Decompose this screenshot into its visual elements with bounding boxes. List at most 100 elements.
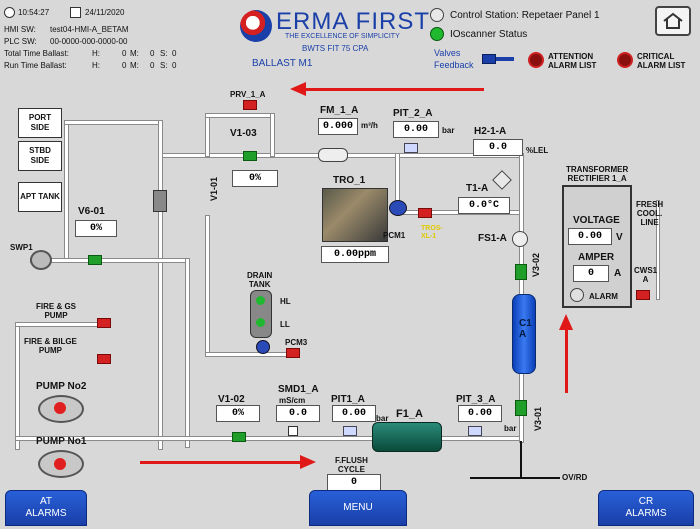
run-m-label: M: — [130, 61, 139, 70]
pipe-pump-h — [15, 322, 110, 327]
v1-03-valve[interactable] — [243, 151, 257, 161]
v3-01-valve[interactable] — [515, 400, 527, 416]
menu-button[interactable]: MENU — [309, 490, 407, 526]
ll-indicator — [256, 318, 265, 327]
tros-xl-label: TROS- XL-1 — [421, 225, 443, 240]
voltage-unit: V — [616, 232, 623, 243]
critical-alarm-list-button[interactable]: CRITICAL ALARM LIST — [617, 50, 697, 72]
fire-gs-valve[interactable] — [97, 318, 111, 328]
total-m-label: M: — [130, 49, 139, 58]
pcm3-pump-icon[interactable] — [256, 340, 270, 354]
v3-01-label: V3-01 — [533, 406, 544, 432]
drain-tank-label: DRAIN TANK — [247, 271, 273, 289]
hl-label: HL — [280, 297, 291, 306]
v1-02-valve[interactable] — [232, 432, 246, 442]
fresh-cool-line-label: FRESH COOL. LINE — [636, 200, 664, 227]
v1-01-valve[interactable] — [153, 190, 167, 212]
h2-1-a-label: H2-1-A — [474, 126, 507, 137]
feedback-label: Feedback — [434, 60, 474, 70]
swp1-pump-icon[interactable] — [30, 250, 52, 270]
smd1-a-value: 0.0 — [276, 405, 320, 422]
cws1-a-label: CWS1 A — [634, 266, 658, 284]
clock-icon — [4, 7, 15, 18]
pump-no2-status — [54, 402, 66, 414]
pit-3-a-label: PIT_3_A — [456, 394, 496, 405]
pit-2-a-sensor-icon — [404, 143, 418, 153]
port-side-box: PORT SIDE — [18, 108, 62, 138]
pit-3-a-sensor-icon — [468, 426, 482, 436]
valve-feedback-icon — [482, 54, 496, 64]
t1-a-value: 0.0°C — [458, 197, 510, 214]
valves-feedback-button[interactable] — [480, 50, 516, 68]
v6-01-valve[interactable] — [88, 255, 102, 265]
brand-name: ERMA FIRST — [276, 8, 431, 35]
fm-1-a-value: 0.000 — [318, 118, 358, 135]
voltage-label: VOLTAGE — [573, 215, 620, 226]
pit-2-a-value: 0.00 — [393, 121, 439, 138]
plc-sw-value: 00-0000-000-0000-00 — [50, 37, 128, 46]
pit-3-a-unit: bar — [504, 424, 517, 433]
attention-alarm-list-button[interactable]: ATTENTION ALARM LIST — [528, 50, 612, 72]
ov-rd-label: OV/RD — [562, 473, 588, 482]
fs1-a-label: FS1-A — [478, 233, 507, 244]
pcm1-pump-icon[interactable] — [389, 200, 407, 216]
at-alarms-button[interactable]: AT ALARMS — [5, 490, 87, 526]
pipe-swp-h — [30, 258, 190, 263]
v1-02-value: 0% — [216, 405, 260, 422]
smd1-a-label: SMD1_A — [278, 384, 319, 395]
fflush-value: 0 — [327, 474, 381, 491]
attention-line1: ATTENTION — [548, 52, 594, 61]
erma-first-logo — [240, 10, 272, 42]
pipe-port-stbd-connector — [64, 120, 159, 125]
pipe-cooling-v — [656, 200, 660, 300]
pipe-vertical-v1-01 — [158, 120, 163, 450]
total-s-value: 0 — [172, 49, 177, 58]
pipe-prv-loop-left — [205, 115, 210, 157]
fm-1-a-label: FM_1_A — [320, 105, 359, 116]
v3-02-valve[interactable] — [515, 264, 527, 280]
cws1-a-valve[interactable] — [636, 290, 650, 300]
arrow-right-up — [565, 325, 568, 393]
c1-a-label: C1 A — [519, 318, 532, 340]
home-icon — [663, 12, 683, 29]
ioscanner-indicator — [430, 27, 444, 41]
fire-bilge-valve[interactable] — [97, 354, 111, 364]
pit-3-a-value: 0.00 — [458, 405, 502, 422]
total-h-value: 0 — [122, 49, 127, 58]
home-button[interactable] — [655, 6, 691, 36]
control-station-indicator — [430, 8, 444, 22]
v1-03-value: 0% — [232, 170, 278, 187]
h2-1-a-value: 0.0 — [473, 139, 523, 156]
hmi-sw-value: test04-HMI-A_BETAM — [50, 25, 129, 34]
v1-03-label: V1-03 — [230, 128, 257, 139]
f1-a-label: F1_A — [396, 408, 423, 420]
amper-unit: A — [614, 268, 622, 279]
swp1-label: SWP1 — [10, 243, 33, 252]
tros-valve[interactable] — [418, 208, 432, 218]
prv-1-a-valve[interactable] — [243, 100, 257, 110]
pipe-drain-link — [205, 215, 210, 355]
temperature-sensor-icon — [492, 170, 512, 190]
prv-1-a-label: PRV_1_A — [230, 90, 266, 99]
transformer-title: TRANSFORMER RECTIFIER 1_A — [566, 165, 629, 183]
cr-alarms-button[interactable]: CR ALARMS — [598, 490, 694, 526]
pit1-a-sensor-icon — [343, 426, 357, 436]
pipe-prv-loop-top — [205, 113, 275, 118]
pipe-left-vertical — [64, 120, 69, 260]
attention-line2: ALARM LIST — [548, 61, 597, 70]
voltage-value: 0.00 — [568, 228, 612, 245]
calendar-icon — [70, 7, 81, 18]
total-m-value: 0 — [150, 49, 155, 58]
run-h-label: H: — [92, 61, 100, 70]
v1-02-label: V1-02 — [218, 394, 245, 405]
total-time-label: Total Time Ballast: — [4, 49, 69, 58]
critical-line2: ALARM LIST — [637, 61, 686, 70]
pump-no1-status — [54, 458, 66, 470]
ov-rd-post — [520, 441, 522, 478]
smd1-a-sensor-icon — [288, 426, 298, 436]
amper-label: AMPER — [578, 252, 615, 263]
brand-model: BWTS FIT 75 CPA — [302, 44, 369, 53]
drain-tank — [250, 290, 272, 338]
pcm3-valve[interactable] — [286, 348, 300, 358]
amper-value: 0 — [573, 265, 609, 282]
